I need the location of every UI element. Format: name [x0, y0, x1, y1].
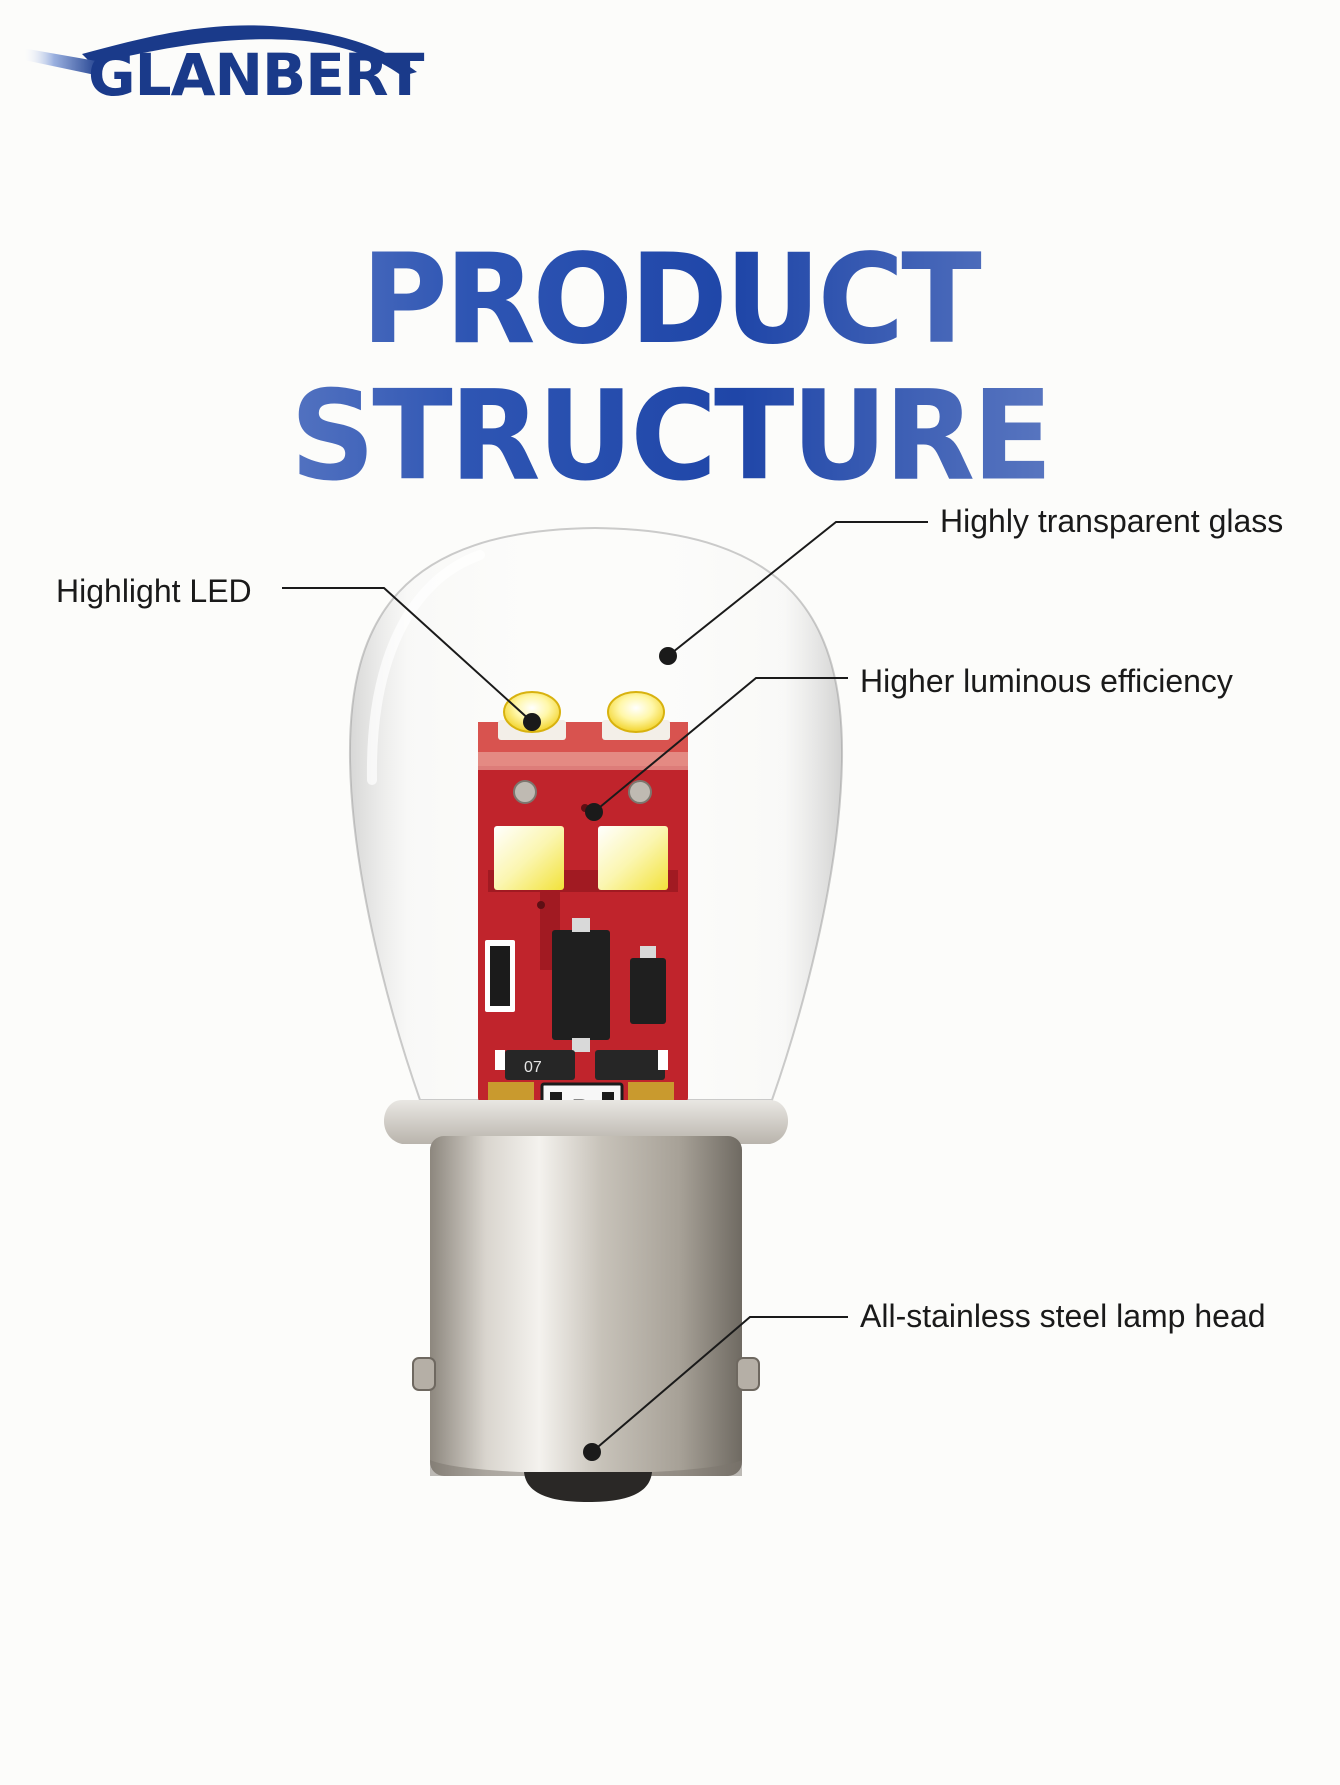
- leader-efficiency: [593, 677, 848, 813]
- leader-lines: [282, 521, 928, 1453]
- leader-dots: [523, 647, 677, 1461]
- label-highly-transparent-glass: Highly transparent glass: [940, 503, 1284, 539]
- chip-label: 07: [524, 1059, 542, 1076]
- highlight-led-left: [503, 691, 561, 733]
- dot-efficiency: [585, 803, 603, 821]
- diode: [630, 958, 666, 1024]
- capacitor-left: [505, 1050, 575, 1080]
- bayonet-pin-right: [736, 1357, 760, 1391]
- dot-led: [523, 713, 541, 731]
- metal-base: [430, 1136, 742, 1476]
- led-chip-right: [598, 826, 668, 890]
- led-chip-left: [494, 826, 564, 890]
- glass-highlight: [366, 550, 485, 785]
- leader-led: [282, 587, 533, 723]
- screw-right: [628, 780, 652, 804]
- label-higher-luminous-efficiency: Higher luminous efficiency: [860, 663, 1233, 699]
- leader-head: [591, 1316, 848, 1453]
- label-stainless-steel-lamp-head: All-stainless steel lamp head: [860, 1298, 1266, 1334]
- car-roof-swoosh: [82, 25, 417, 76]
- bulb-collar: [383, 1100, 789, 1144]
- screw-left: [513, 780, 537, 804]
- contact-tip: [524, 1472, 652, 1502]
- speed-streak: [22, 48, 102, 76]
- page-title: PRODUCT STRUCTURE: [0, 231, 1340, 505]
- leader-glass: [667, 521, 928, 657]
- dot-head: [583, 1443, 601, 1461]
- highlight-led-right: [607, 691, 665, 733]
- bayonet-pin-left: [412, 1357, 436, 1391]
- label-highlight-led: Highlight LED: [56, 573, 252, 609]
- capacitor-right: [595, 1050, 665, 1080]
- dot-glass: [659, 647, 677, 665]
- pcb-board: 07 R: [478, 720, 688, 1126]
- brand-logo: [22, 25, 417, 76]
- ic-chip: [552, 930, 610, 1040]
- brand-name: GLANBERT: [88, 41, 424, 109]
